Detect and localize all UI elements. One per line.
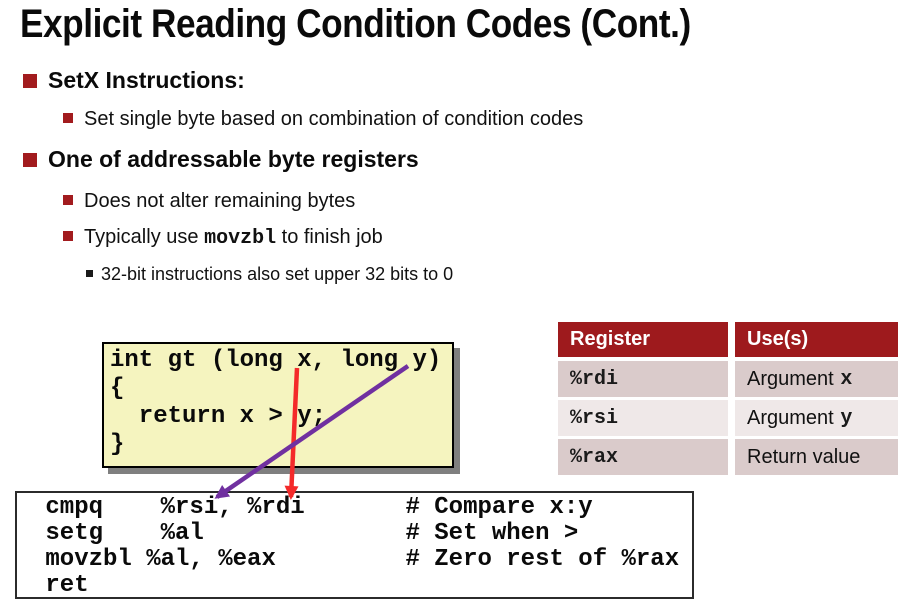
bullet-byte-registers-label: One of addressable byte registers [48,146,419,172]
bullet-setx-sub-label: Set single byte based on combination of … [84,108,584,130]
bullet-32bit-label: 32-bit instructions also set upper 32 bi… [101,264,454,284]
bullet-setx: SetX Instructions: [23,66,245,95]
bullet-setx-sub: Set single byte based on combination of … [63,106,583,132]
movzbl-code-text: movzbl [204,227,277,250]
table-row: %rax Return value [558,439,898,475]
bullet-byte-registers: One of addressable byte registers [23,145,419,174]
asm-code: cmpq %rsi, %rdi # Compare x:y setg %al #… [45,494,680,599]
bullet-movzbl: Typically use movzbl to finish job [63,224,383,252]
page-title: Explicit Reading Condition Codes (Cont.) [20,2,691,46]
bullet-square-icon [63,231,73,241]
bullet-setx-label: SetX Instructions: [48,67,245,93]
register-cell: %rax [558,439,728,475]
variable-name: x [840,367,853,391]
bullet-square-icon [23,74,37,88]
c-code: int gt (long x, long y) { return x > y; … [110,347,442,458]
c-code-box: int gt (long x, long y) { return x > y; … [102,342,454,468]
register-cell: %rsi [558,400,728,436]
table-header-row: Register Use(s) [558,322,898,357]
bullet-does-not-alter-label: Does not alter remaining bytes [84,190,356,212]
asm-code-box: cmpq %rsi, %rdi # Compare x:y setg %al #… [15,491,694,599]
bullet-square-icon [86,270,93,277]
bullet-square-icon [63,113,73,123]
variable-name: y [840,406,853,430]
bullet-movzbl-label: Typically use movzbl to finish job [84,226,383,250]
header-uses: Use(s) [735,322,898,357]
bullet-square-icon [23,153,37,167]
bullet-does-not-alter: Does not alter remaining bytes [63,188,355,214]
register-cell: %rdi [558,361,728,397]
bullet-square-icon [63,195,73,205]
use-cell: Return value [735,439,898,475]
header-register: Register [558,322,728,357]
bullet-32bit: 32-bit instructions also set upper 32 bi… [86,262,453,286]
